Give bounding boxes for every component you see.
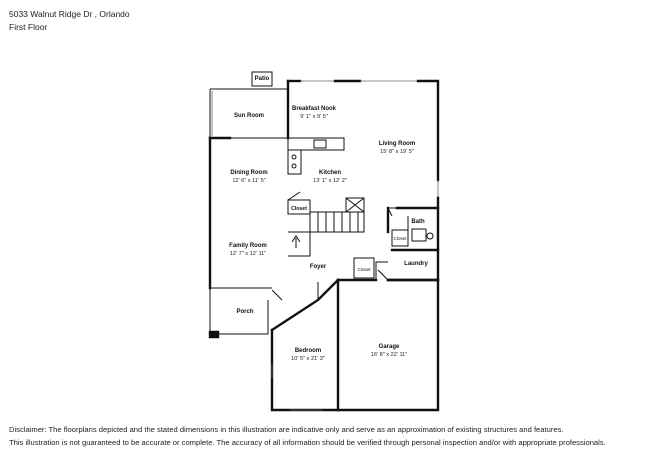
garage-dims: 16' 8" x 22' 11" xyxy=(371,352,407,358)
garage-walls xyxy=(336,278,440,412)
dining-room-dims: 12' 6" x 11' 5" xyxy=(232,178,265,184)
breakfast-nook-dims: 9' 1" x 9' 5" xyxy=(300,114,328,120)
patio-label: Patio xyxy=(255,76,270,82)
foyer-closet xyxy=(353,257,375,279)
bedroom-dims: 10' 5" x 21' 3" xyxy=(291,356,325,362)
sun-room-label: Sun Room xyxy=(234,113,264,119)
garage-label: Garage xyxy=(379,344,400,350)
kitchen-counter xyxy=(287,137,345,175)
kitchen-closet xyxy=(287,191,311,215)
family-room-label: Family Room xyxy=(229,243,267,249)
dining-room-label: Dining Room xyxy=(230,170,267,176)
kitchen-label: Kitchen xyxy=(319,170,341,176)
bath-closet-label: Closet xyxy=(393,236,407,241)
breakfast-nook-label: Breakfast Nook xyxy=(292,106,337,112)
family-room-dims: 12' 7" x 12' 11" xyxy=(230,251,266,257)
stairs xyxy=(288,197,365,257)
left-walls xyxy=(208,136,272,339)
kitchen-dims: 13' 1" x 12' 2" xyxy=(313,178,347,184)
porch-label: Porch xyxy=(236,309,253,315)
bedroom-label: Bedroom xyxy=(295,348,321,354)
foyer-closet-label: Closet xyxy=(357,267,371,272)
patio-outline xyxy=(251,71,273,87)
bath-area xyxy=(375,206,440,281)
property-address: 5033 Walnut Ridge Dr , Orlando xyxy=(9,9,130,19)
bedroom-walls xyxy=(270,278,340,412)
disclaimer-line-1: Disclaimer: The floorplans depicted and … xyxy=(9,425,564,434)
kitchen-closet-label: Closet xyxy=(291,206,307,212)
disclaimer-line-2: This illustration is not guaranteed to b… xyxy=(9,438,606,447)
laundry-label: Laundry xyxy=(404,261,428,267)
foyer-label: Foyer xyxy=(310,264,327,270)
living-room-label: Living Room xyxy=(379,141,415,147)
bath-label: Bath xyxy=(411,219,425,225)
living-room-dims: 15' 8" x 19' 5" xyxy=(380,149,414,155)
floor-label: First Floor xyxy=(9,22,48,32)
